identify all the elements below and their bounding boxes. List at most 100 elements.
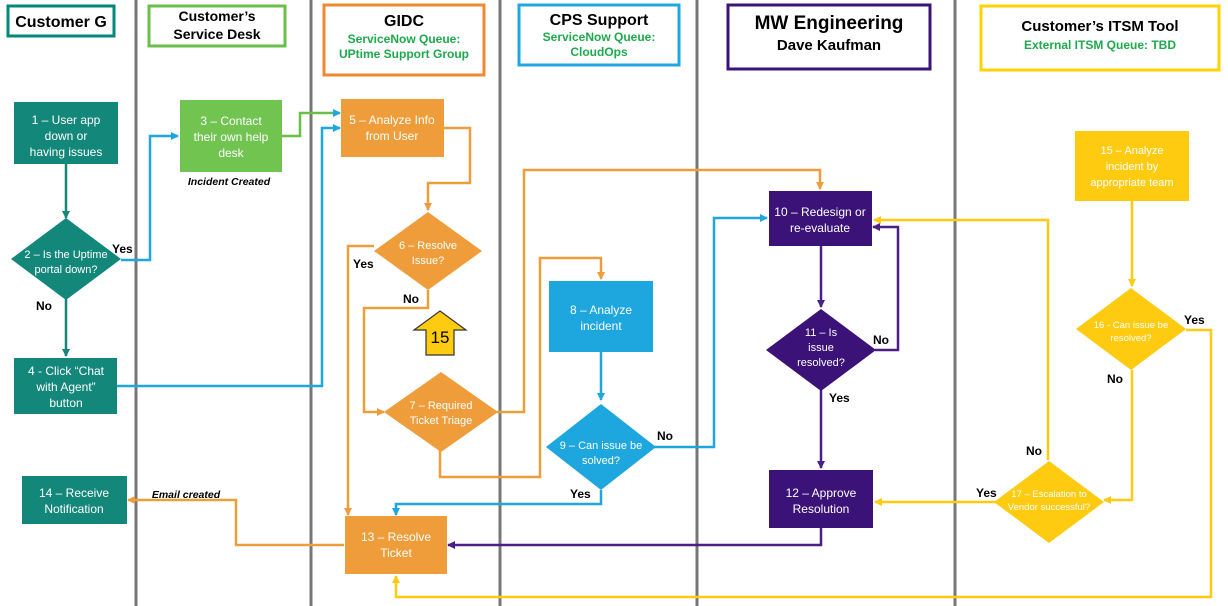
label-11-no: No <box>873 333 889 347</box>
node-5-line1: 5 – Analyze Info <box>349 113 435 127</box>
label-9-no: No <box>657 429 673 443</box>
node-15: 15 – Analyze incident by appropriate tea… <box>1075 131 1189 201</box>
node-13-line2: Ticket <box>380 546 412 560</box>
label-11-yes: Yes <box>829 391 850 405</box>
connector-12-to-13 <box>447 528 823 549</box>
node-11-line2: issue <box>808 342 834 354</box>
connector-2-yes-to-3 <box>121 132 179 262</box>
node-1-line1: 1 – User app <box>32 113 101 127</box>
note-incident-created: Incident Created <box>188 176 271 188</box>
lane-header-service-desk: Customer’s Service Desk <box>147 4 287 48</box>
lane-queue-gidc-line1: ServiceNow Queue: <box>348 32 461 46</box>
lane-title-service-desk-line1: Customer’s <box>178 8 255 24</box>
lane-header-gidc: GIDC ServiceNow Queue: UPtime Support Gr… <box>322 3 486 77</box>
node-1: 1 – User app down or having issues <box>14 102 118 164</box>
lane-queue-cps-line1: ServiceNow Queue: <box>543 30 656 44</box>
node-5-line2: from User <box>366 129 419 143</box>
lane-title-service-desk-line2: Service Desk <box>173 26 260 42</box>
node-2-line2: portal down? <box>35 264 98 276</box>
connector-9-no-to-10 <box>654 214 768 449</box>
node-3-line1: 3 – Contact <box>200 114 262 128</box>
node-10: 10 – Redesign or re-evaluate <box>769 191 872 246</box>
label-6-no: No <box>403 292 419 306</box>
node-14-line1: 14 – Receive <box>39 486 109 500</box>
node-7-line2: Ticket Triage <box>410 415 473 427</box>
label-6-yes: Yes <box>353 257 374 271</box>
node-16: 16 - Can issue be resolved? <box>1076 288 1186 370</box>
lane-owner-mw: Dave Kaufman <box>777 37 881 54</box>
label-2-no: No <box>36 299 52 313</box>
node-12: 12 – Approve Resolution <box>769 470 873 528</box>
node-6-line2: Issue? <box>412 255 444 267</box>
node-6-line1: 6 – Resolve <box>399 240 457 252</box>
lane-header-mw: MW Engineering Dave Kaufman <box>726 3 932 71</box>
connector-16-no-to-17 <box>1103 370 1134 504</box>
connector-9-yes-to-13 <box>392 490 603 516</box>
node-13: 13 – Resolve Ticket <box>345 516 447 574</box>
node-4-line1: 4 - Click “Chat <box>28 364 105 378</box>
node-11: 11 – Is issue resolved? <box>766 309 876 391</box>
node-5: 5 – Analyze Info from User <box>341 99 444 157</box>
node-14: 14 – Receive Notification <box>22 476 127 524</box>
node-9-line2: solved? <box>582 455 620 467</box>
node-16-line1: 16 - Can issue be <box>1094 320 1168 331</box>
connectors <box>62 109 1213 599</box>
node-3-line3: desk <box>218 146 244 160</box>
node-8-line1: 8 – Analyze <box>570 303 632 317</box>
connector-3-to-5 <box>282 109 341 138</box>
connector-5-to-6 <box>424 126 472 211</box>
node-4-line2: with Agent” <box>35 380 95 394</box>
lane-title-gidc: GIDC <box>384 13 424 30</box>
node-12-line1: 12 – Approve <box>786 486 857 500</box>
connector-16-yes-to-13 <box>392 328 1213 599</box>
node-15-line2: incident by <box>1106 161 1159 173</box>
lane-queue-gidc-line2: UPtime Support Group <box>339 47 469 61</box>
node-3-line2: their own help <box>194 130 269 144</box>
connector-4-to-5 <box>117 124 341 388</box>
lane-title-customer: Customer G <box>15 14 107 31</box>
node-2-line1: 2 – Is the Uptime <box>24 249 107 261</box>
node-9-line1: 9 – Can issue be <box>560 440 643 452</box>
lane-queue-cps-line2: CloudOps <box>570 45 628 59</box>
label-17-yes: Yes <box>976 486 997 500</box>
node-11-line1: 11 – Is <box>805 327 838 339</box>
node-17-line2: Vendor successful? <box>1008 502 1090 513</box>
lane-header-customer: Customer G <box>6 4 116 38</box>
node-12-line2: Resolution <box>793 502 850 516</box>
lane-title-mw: MW Engineering <box>755 13 904 34</box>
node-2: 2 – Is the Uptime portal down? <box>11 218 121 300</box>
label-16-yes: Yes <box>1184 313 1205 327</box>
off-page-reference-15: 15 <box>412 310 468 356</box>
label-2-yes: Yes <box>112 242 133 256</box>
node-11-line3: resolved? <box>797 357 845 369</box>
node-17-line1: 17 – Escalation to <box>1011 489 1087 500</box>
label-17-no: No <box>1026 444 1042 458</box>
connector-6-yes-to-13 <box>344 244 374 516</box>
off-page-reference-15-label: 15 <box>431 328 450 347</box>
node-4: 4 - Click “Chat with Agent” button <box>14 358 117 414</box>
lane-title-cps: CPS Support <box>550 12 649 29</box>
lane-header-itsm: Customer’s ITSM Tool External ITSM Queue… <box>979 4 1221 72</box>
node-8-line2: incident <box>580 319 622 333</box>
node-7: 7 – Required Ticket Triage <box>384 372 498 452</box>
node-15-line3: appropriate team <box>1090 177 1173 189</box>
node-7-line1: 7 – Required <box>410 400 473 412</box>
lane-dividers <box>134 0 957 606</box>
label-9-yes: Yes <box>570 487 591 501</box>
node-1-line3: having issues <box>30 145 103 159</box>
node-10-line1: 10 – Redesign or <box>774 205 865 219</box>
lane-queue-itsm: External ITSM Queue: TBD <box>1024 38 1176 52</box>
connector-13-to-14 <box>127 496 344 547</box>
node-17: 17 – Escalation to Vendor successful? <box>994 461 1104 543</box>
note-email-created: Email created <box>152 489 221 501</box>
node-4-line3: button <box>49 396 82 410</box>
node-1-line2: down or <box>45 129 88 143</box>
node-14-line2: Notification <box>44 502 103 516</box>
connector-7-to-8 <box>438 256 605 479</box>
decision-labels: Yes No Yes No No Yes No Yes Yes No No Ye… <box>36 242 1205 501</box>
node-15-line1: 15 – Analyze <box>1101 145 1164 157</box>
node-8: 8 – Analyze incident <box>549 281 653 352</box>
lane-title-itsm: Customer’s ITSM Tool <box>1021 18 1178 35</box>
connector-7-to-10 <box>497 168 824 414</box>
